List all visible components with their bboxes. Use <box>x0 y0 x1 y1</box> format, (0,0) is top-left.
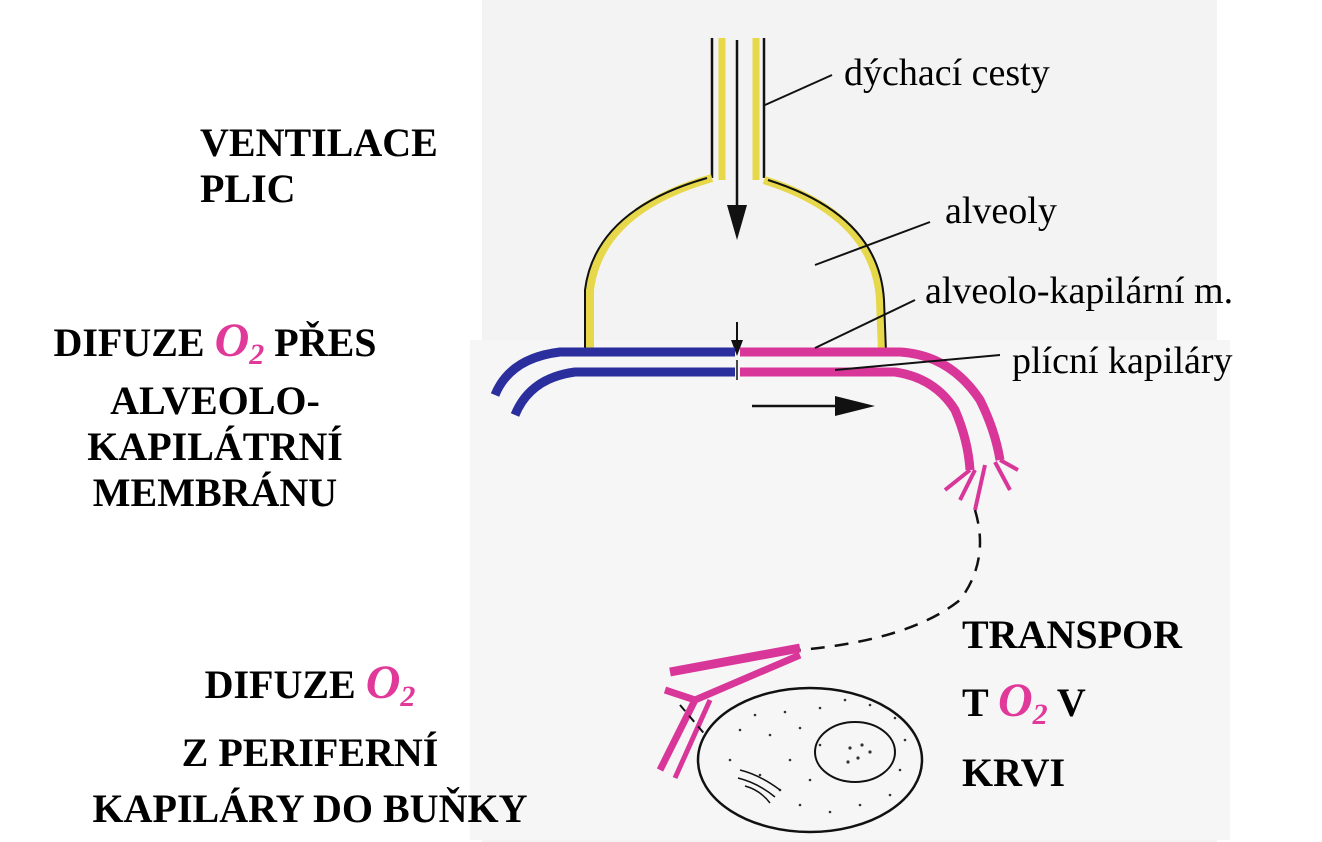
venous-capillary <box>495 352 735 415</box>
ventilation-line-2: PLIC <box>200 166 438 212</box>
tissue-cell <box>698 688 922 832</box>
o2-symbol: O2 <box>998 674 1048 727</box>
ventilation-line-1: VENTILACE <box>200 120 438 166</box>
transport-line-2: T O2 V <box>962 678 1182 738</box>
cell-diffusion-line-2: Z PERIFERNÍ <box>40 730 580 776</box>
diffusion-prefix: DIFUZE <box>53 320 204 365</box>
transport-line-1: TRANSPOR <box>962 612 1182 658</box>
airflow-arrow <box>727 40 747 240</box>
arterial-capillary <box>740 352 1018 510</box>
diffusion-membrane-line-2: ALVEOLO- <box>5 378 425 424</box>
o2-symbol: O2 <box>366 656 416 709</box>
cell-diffusion-line-3: KAPILÁRY DO BUŇKY <box>40 786 580 832</box>
leader-membrane <box>815 300 915 348</box>
transport-dashed-path <box>800 510 980 650</box>
airways-label: dýchací cesty <box>844 52 1050 94</box>
cell-diffusion-heading: DIFUZE O2 Z PERIFERNÍ KAPILÁRY DO BUŇKY <box>40 660 580 832</box>
transport-line-3: KRVI <box>962 750 1182 796</box>
leader-airways <box>765 75 832 105</box>
alveoli-label: alveoly <box>945 190 1057 232</box>
blood-flow-arrow <box>752 396 875 416</box>
diffusion-membrane-line-3: KAPILÁTRNÍ <box>5 424 425 470</box>
diffusion-membrane-line-4: MEMBRÁNU <box>5 470 425 516</box>
transport-heading: TRANSPOR T O2 V KRVI <box>962 612 1182 796</box>
alveolus-dome <box>585 178 886 352</box>
diffusion-membrane-heading: DIFUZE O2 PŘES ALVEOLO- KAPILÁTRNÍ MEMBR… <box>5 318 425 516</box>
diffusion-membrane-line-1: DIFUZE O2 PŘES <box>5 318 425 378</box>
capillaries-label: plícní kapiláry <box>1012 340 1233 382</box>
ventilation-heading: VENTILACE PLIC <box>200 120 438 212</box>
membrane-label: alveolo-kapilární m. <box>925 270 1233 312</box>
o2-symbol: O2 <box>215 314 265 367</box>
diffusion-suffix: PŘES <box>274 320 376 365</box>
cell-diffusion-line-1: DIFUZE O2 <box>40 660 580 720</box>
